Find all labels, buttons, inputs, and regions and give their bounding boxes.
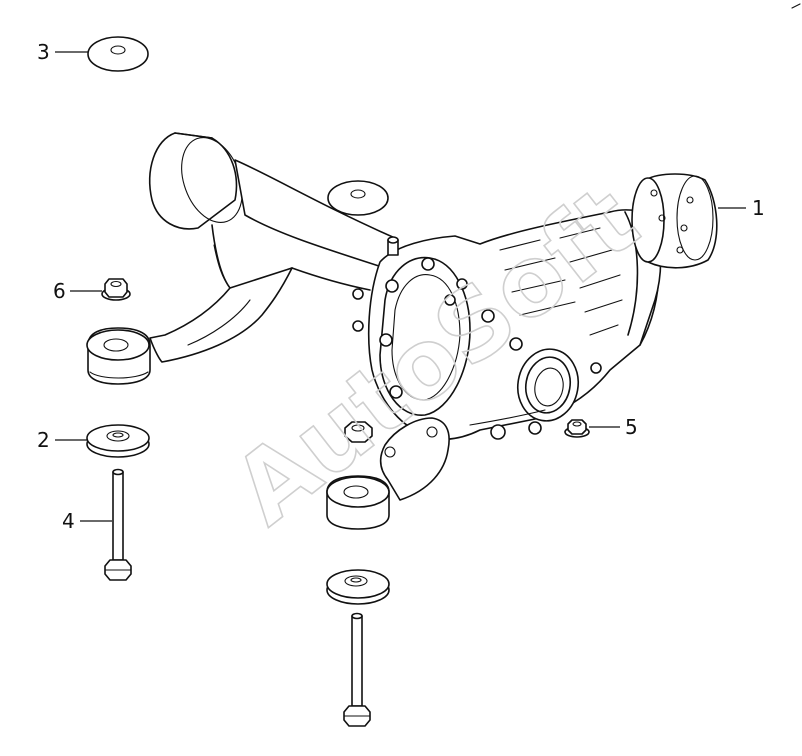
lower-center-bolt <box>343 612 371 727</box>
pinion-flange-part-1 <box>631 173 718 269</box>
flange-nut-part-5 <box>564 419 590 438</box>
arm-bushing <box>86 327 151 385</box>
callout-3: 3 <box>37 40 50 64</box>
washer-part-3 <box>87 36 149 72</box>
corner-mark <box>791 3 801 9</box>
bracket-nut <box>344 421 373 443</box>
callout-4: 4 <box>62 509 75 533</box>
center-washer <box>327 180 389 216</box>
flange-nut-part-6 <box>101 278 131 301</box>
differential-housing <box>352 209 662 441</box>
leader-lines <box>55 51 746 522</box>
support-crossmember <box>148 132 396 363</box>
bolt-part-4 <box>104 468 132 581</box>
housing-lower-bushing <box>326 475 390 530</box>
lower-center-washer <box>326 569 390 605</box>
callout-5: 5 <box>625 415 638 439</box>
callout-1: 1 <box>752 196 765 220</box>
lower-mount-bracket <box>379 417 450 501</box>
callout-2: 2 <box>37 428 50 452</box>
washer-part-2 <box>86 424 150 458</box>
callout-6: 6 <box>53 279 66 303</box>
